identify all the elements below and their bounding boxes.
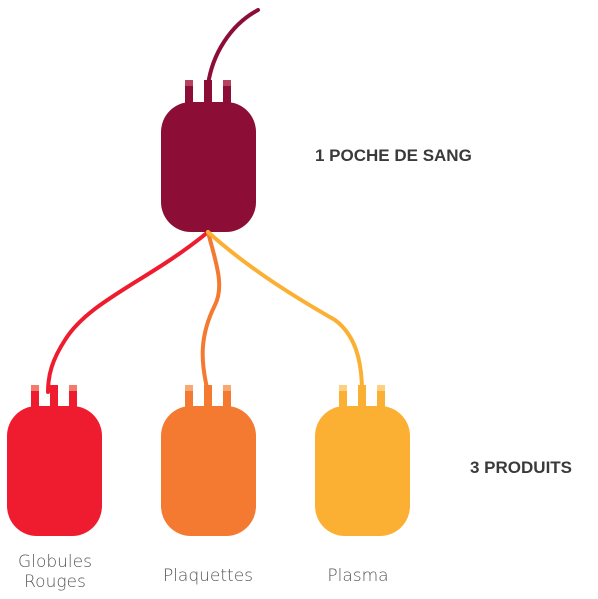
plaquettes-bag-ports: [185, 385, 231, 409]
source-label: 1 POCHE DE SANG: [315, 146, 472, 165]
tube-plaquettes: [200, 230, 222, 394]
source-blood-bag: [161, 102, 256, 232]
product-label-globules-line2: Rouges: [24, 572, 86, 592]
products-label: 3 PRODUITS: [470, 458, 573, 477]
tube-plasma: [206, 230, 364, 394]
source-tube: [206, 8, 260, 87]
product-label-globules: Globules Rouges: [0, 552, 110, 592]
product-label-plasma: Plasma: [303, 566, 413, 586]
product-label-plaquettes-line1: Plaquettes: [162, 566, 254, 586]
product-label-plasma-line1: Plasma: [327, 566, 389, 586]
globules-rouges-bag: [7, 406, 102, 536]
product-label-plaquettes: Plaquettes: [138, 566, 278, 586]
plasma-bag-ports: [339, 385, 385, 409]
plaquettes-bag: [161, 406, 256, 536]
tube-globules: [46, 230, 210, 394]
source-bag-ports: [185, 80, 231, 104]
plasma-bag: [315, 406, 410, 536]
product-label-globules-line1: Globules: [18, 552, 92, 572]
globules-bag-ports: [31, 385, 77, 409]
